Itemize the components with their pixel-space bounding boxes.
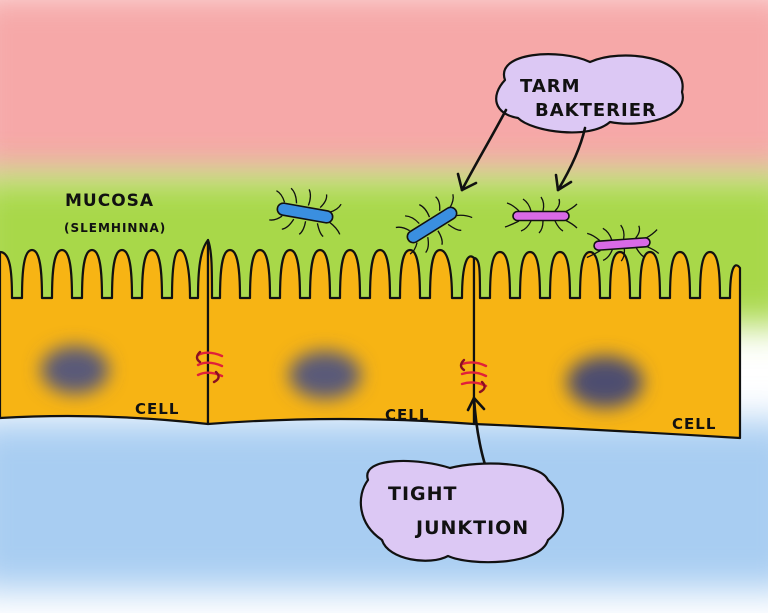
tight-junction-callout-line2: JUNKTION: [414, 517, 529, 539]
bacterium-blue-1: [269, 187, 342, 238]
arrow-to-blue-bacterium: [460, 108, 508, 192]
bacterium-blue-2: [395, 194, 473, 255]
cell-middle-label: CELL: [385, 406, 429, 424]
nucleus-middle: [289, 351, 361, 399]
bacteria-callout-line1: TARM: [520, 76, 581, 97]
tight-junction-right: [459, 358, 488, 394]
tight-junction-left: [195, 350, 224, 384]
bacteria-callout-line2: BAKTERIER: [535, 100, 657, 121]
cell-right-label: CELL: [672, 415, 716, 433]
bacterium-pink-2: [586, 224, 660, 262]
nucleus-left: [41, 346, 109, 394]
bacterium-pink-1: [504, 196, 578, 234]
cell-middle-body: [206, 238, 476, 426]
bacteria-arrows: [456, 108, 587, 192]
cell-left-label: CELL: [135, 400, 179, 418]
tight-junction-callout-line1: TIGHT: [388, 483, 458, 505]
epithelial-cells: CELL CELL CELL: [0, 238, 742, 440]
cell-right-body: [472, 250, 742, 440]
tight-junction-callout: TIGHT JUNKTION: [359, 396, 565, 564]
mucosa-label: MUCOSA (SLEMHINNA): [64, 191, 166, 235]
mucosa-label-line1: MUCOSA: [65, 191, 154, 211]
bacteria-callout: TARM BAKTERIER: [456, 53, 684, 192]
bacteria-callout-bubble: [495, 53, 684, 134]
tight-junction-callout-bubble: [359, 459, 565, 564]
mucosa-label-line2: (SLEMHINNA): [64, 221, 166, 235]
nucleus-right: [567, 356, 643, 408]
arrow-to-pink-bacterium: [556, 126, 587, 192]
